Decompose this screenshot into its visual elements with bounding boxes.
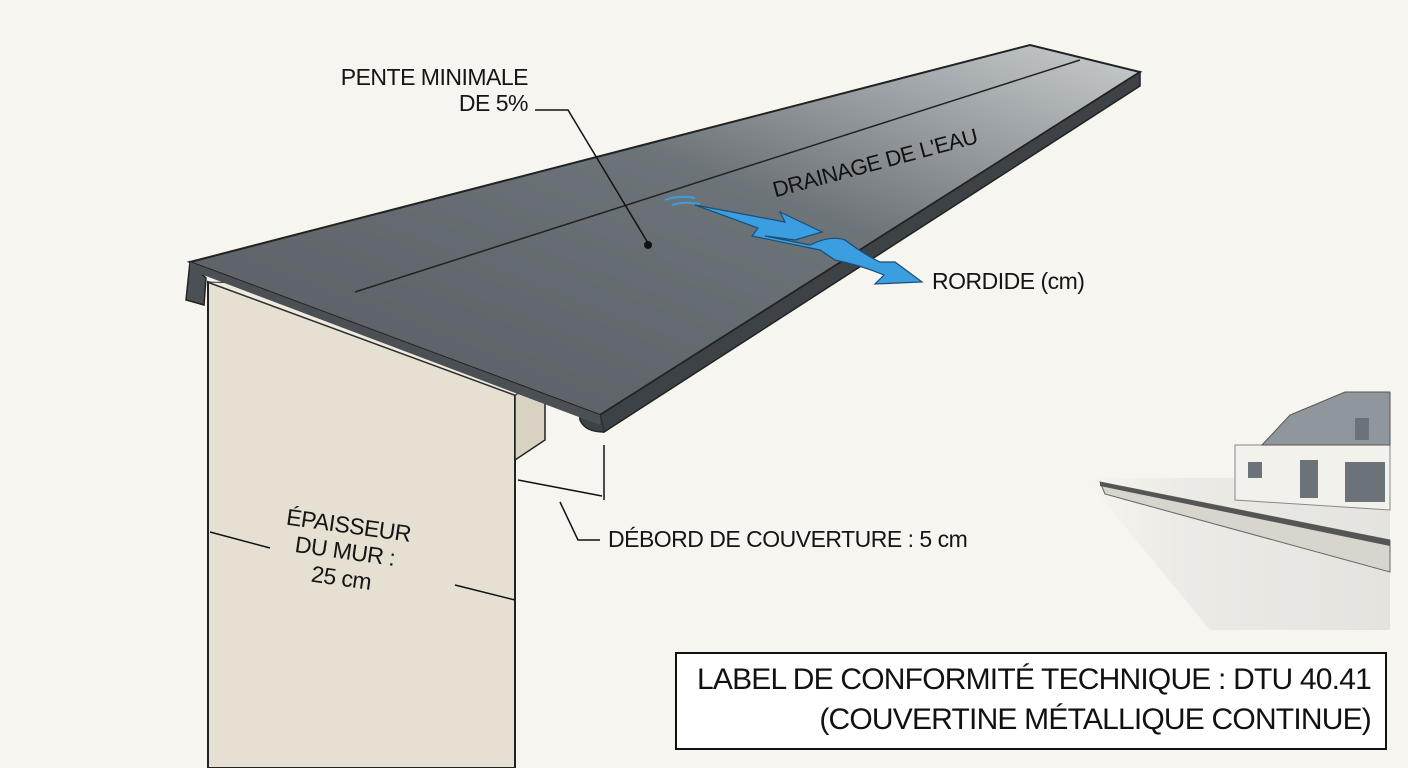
drip-label: RORDIDE (cm) [932, 268, 1085, 294]
compliance-line2: (COUVERTINE MÉTALLIQUE CONTINUE) [819, 703, 1371, 736]
slope-leader-line [535, 109, 649, 244]
slope-label: PENTE MINIMALE DE 5% [312, 64, 529, 117]
compliance-line1: LABEL DE CONFORMITÉ TECHNIQUE : DTU 40.4… [696, 663, 1372, 696]
house-inset-illustration [1085, 391, 1391, 630]
overhang-dimension-line [517, 445, 605, 500]
water-drainage-arrow [664, 195, 924, 285]
compliance-label-box: LABEL DE CONFORMITÉ TECHNIQUE : DTU 40.4… [675, 652, 1387, 750]
overhang-label: DÉBORD DE COUVERTURE : 5 cm [608, 526, 968, 552]
metal-coping [185, 43, 1143, 434]
overhang-leader-line [559, 501, 600, 541]
wall-thickness-dimension-line [209, 531, 516, 601]
slope-point-marker [644, 241, 652, 249]
slope-label-line1: PENTE MINIMALE [340, 64, 529, 90]
slope-label-line2: DE 5% [458, 90, 529, 117]
